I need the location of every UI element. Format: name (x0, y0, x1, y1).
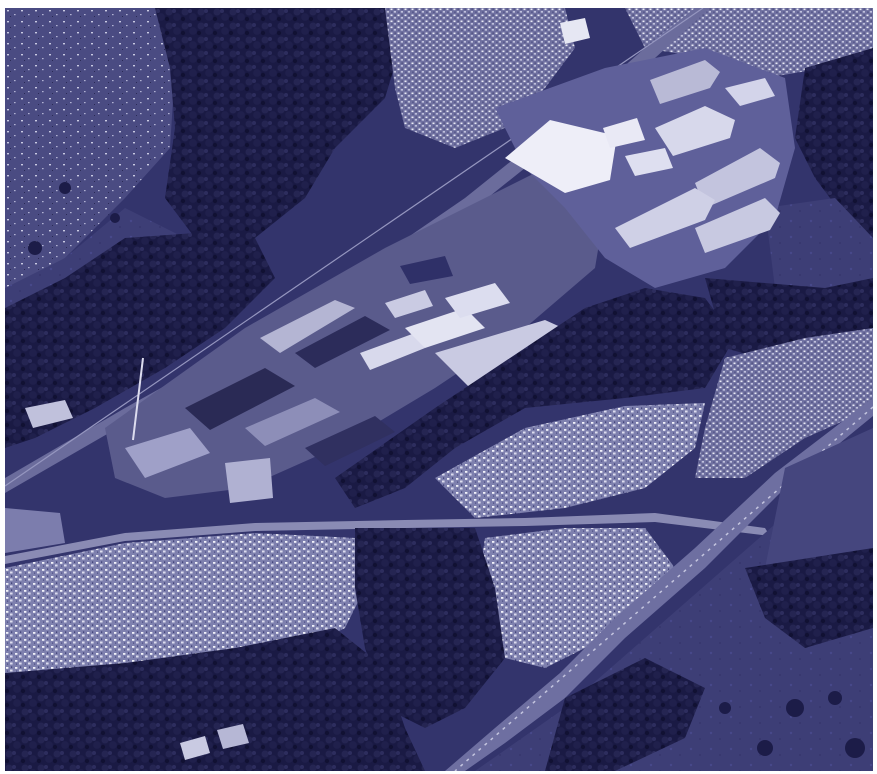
house-left-2 (5, 508, 65, 553)
hall-top (560, 18, 590, 44)
house-left-1 (25, 400, 73, 428)
highway (445, 398, 873, 771)
hall-right-4 (695, 198, 780, 253)
factory-hall-2 (260, 300, 355, 353)
hall-right-2 (695, 148, 780, 208)
house-bottom-1 (180, 736, 210, 760)
hall-mid-2 (625, 148, 673, 176)
forest-top-center (155, 8, 400, 238)
house-bottom-2 (217, 724, 249, 749)
factory-hall-9 (360, 333, 425, 370)
hall-right-1 (655, 106, 735, 156)
forest-bottom-center (355, 528, 505, 728)
crane (132, 357, 144, 441)
factory-hall-10 (400, 256, 453, 284)
forest-right (795, 48, 873, 238)
hall-right-6 (725, 78, 775, 106)
road-horizontal (5, 513, 770, 564)
railway (5, 8, 710, 493)
hall-mid-1 (603, 118, 645, 148)
forest-left-band (5, 233, 275, 448)
forest-bottom-left (5, 628, 425, 771)
meadow-top-left (5, 8, 175, 293)
factory-hall-7 (125, 428, 210, 478)
campsite-middle (435, 403, 705, 518)
factory-hall-6 (305, 416, 395, 466)
campsite-right-strip (695, 328, 873, 478)
factory-hall-5 (245, 398, 340, 446)
factory-hall-8 (225, 458, 273, 503)
factory-hall-4 (185, 368, 295, 430)
aerial-photograph (5, 8, 873, 771)
factory-hall-3 (295, 316, 390, 368)
tree-row-right (745, 548, 873, 648)
campsite-bottom-center (475, 528, 675, 668)
tents-white-2 (445, 283, 510, 318)
campsite-top (385, 8, 575, 148)
hall-right-3 (615, 188, 715, 248)
tents-white-3 (385, 290, 433, 318)
white-hall (505, 120, 617, 193)
meadow-bottom-right (475, 428, 873, 771)
tree-cluster-bottom (545, 658, 705, 771)
forest-middle (335, 288, 735, 508)
tents-white-1 (405, 308, 485, 348)
hall-right-5 (650, 60, 720, 104)
